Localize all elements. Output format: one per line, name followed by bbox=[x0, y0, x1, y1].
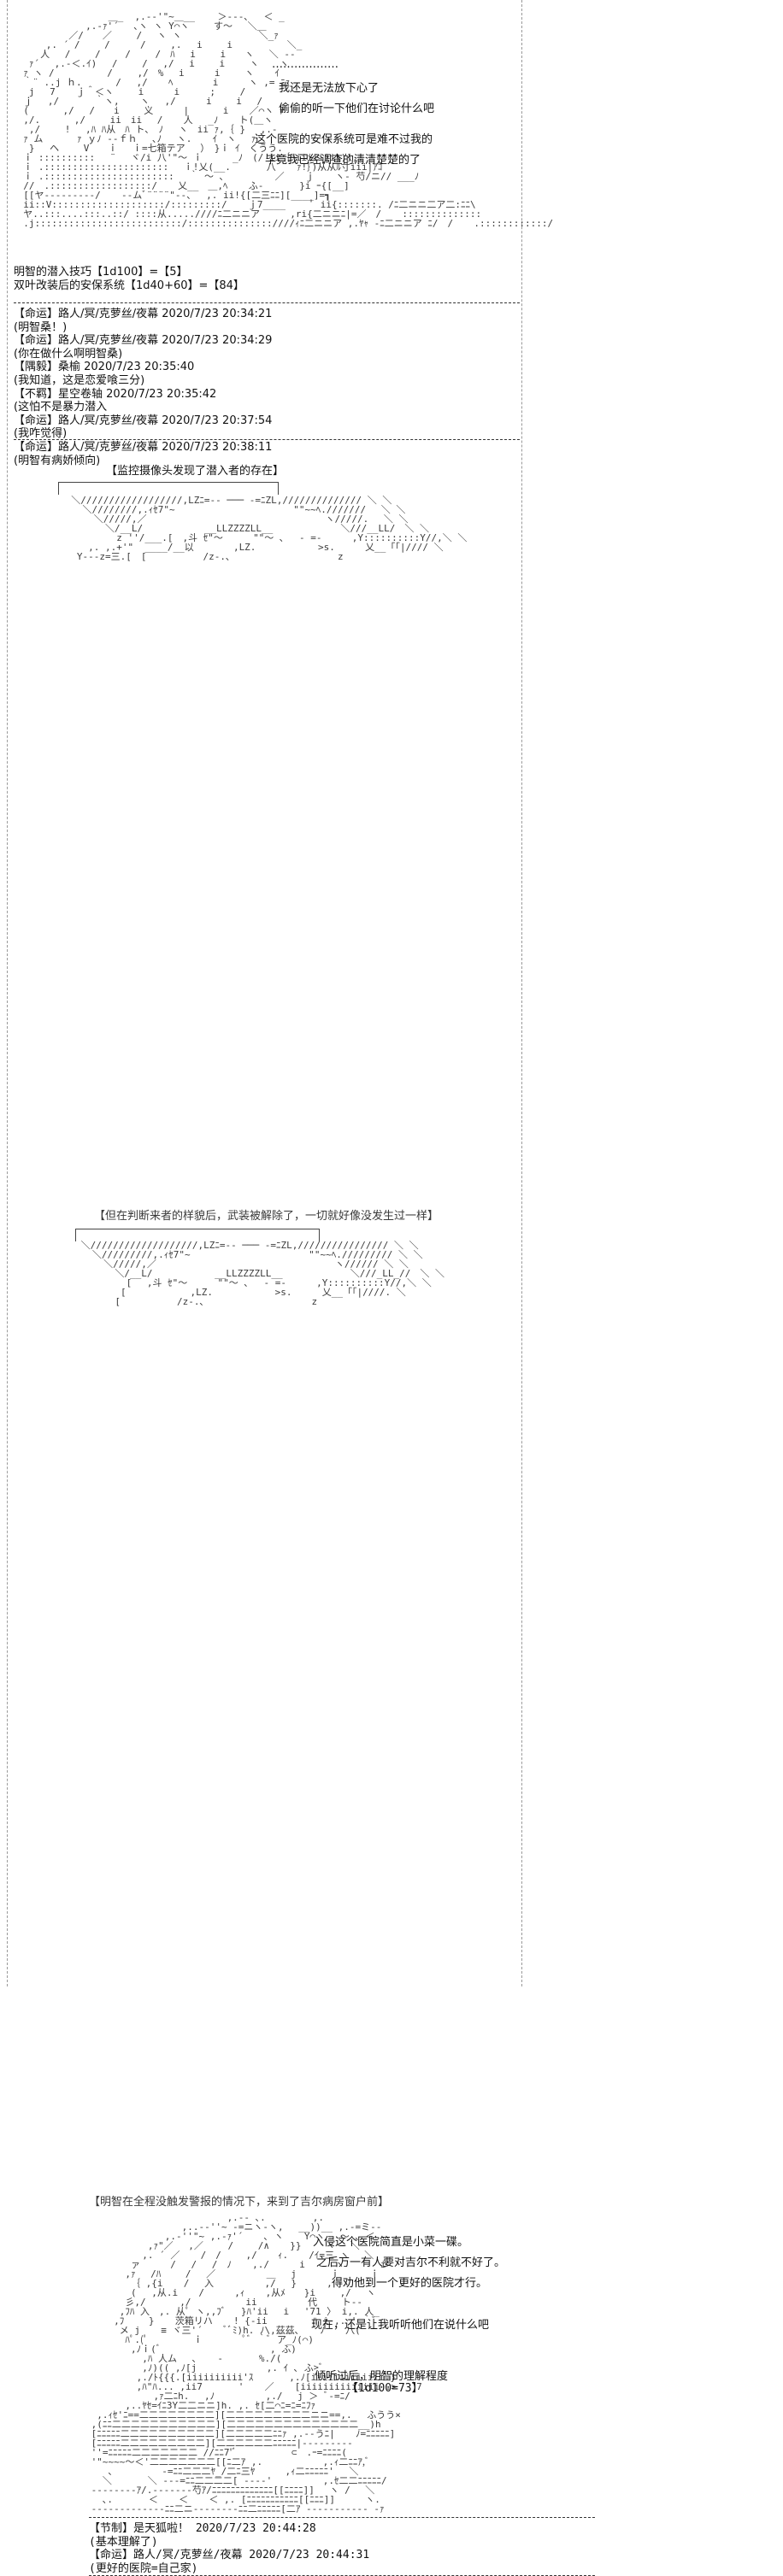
thought-line-3: 得劝他到一个更好的医院才行。 bbox=[332, 2277, 488, 2290]
page-border-left bbox=[7, 0, 8, 1986]
monologue-line-1: 我还是无法放下心了 bbox=[279, 82, 380, 95]
chat-log-1: 【命运】路人/冥/克萝丝/夜幕 2020/7/23 20:34:21 (明智桑！… bbox=[14, 308, 272, 467]
dots-line: ……………… bbox=[272, 58, 339, 71]
scene-2-caption: 【明智在全程没触发警报的情况下，来到了吉尔病房窗户前】 bbox=[89, 2196, 390, 2209]
page-border-right bbox=[521, 0, 522, 1986]
thought-line-4: 现在，还是让我听听他们在说什么吧 bbox=[311, 2319, 490, 2332]
chat-line: (你在做什么啊明智桑) bbox=[14, 347, 123, 361]
panel-1-caption: 【监控摄像头发现了潜入者的存在】 bbox=[106, 465, 285, 478]
chat-line: 【隅毅】桑榆 2020/7/23 20:35:40 bbox=[14, 361, 195, 374]
dice-rolls-1: 明智的潜入技巧【1d100】=【5】 双叶改装后的安保系统【1d40+60】=【… bbox=[14, 266, 244, 292]
chat-line: (基本理解了) bbox=[89, 2535, 158, 2549]
thought-line-1: 入侵这个医院简直是小菜一碟。 bbox=[313, 2236, 469, 2249]
chat-line: 【不羁】星空卷轴 2020/7/23 20:35:42 bbox=[14, 387, 217, 401]
monologue-line-3: 这个医院的安保系统可是难不过我的 bbox=[255, 133, 433, 146]
separator-2 bbox=[14, 439, 520, 440]
panel-1-frame bbox=[58, 482, 279, 495]
chat-line: 【命运】路人/冥/克萝丝/夜幕 2020/7/23 20:34:29 bbox=[14, 334, 273, 348]
chat-line: 【命运】路人/冥/克萝丝/夜幕 2020/7/23 20:34:21 bbox=[14, 308, 273, 320]
thought-line-2: 之后万一有人要对吉尔不利就不好了。 bbox=[316, 2256, 506, 2269]
chat-line: (我咋觉得) bbox=[14, 427, 68, 441]
chat-line: (明智有病娇倾向) bbox=[14, 454, 101, 467]
listen-roll: 【1d100=73】 bbox=[347, 2382, 423, 2395]
roll-security: 双叶改装后的安保系统【1d40+60】=【84】 bbox=[14, 279, 244, 292]
chat-line: (更好的医院=自己家) bbox=[89, 2561, 198, 2575]
chat-line: (我知道，这是恋爱喰三分) bbox=[14, 373, 145, 387]
ascii-art-security-camera: ＼//////////////////,LZﾆ=‐‐ ─── ‐=ﾆZL,///… bbox=[60, 496, 595, 2576]
panel-2-frame bbox=[75, 1229, 320, 1241]
chat-line: 【命运】路人/冥/克萝丝/夜幕 2020/7/23 20:38:11 bbox=[14, 440, 273, 454]
roll-stealth: 明智的潜入技巧【1d100】=【5】 bbox=[14, 266, 188, 279]
separator-3 bbox=[89, 2517, 595, 2518]
listen-text: 倾听过后，明智的理解程度 bbox=[315, 2370, 449, 2383]
monologue-line-2: 偷偷的听一下他们在讨论什么吧 bbox=[279, 103, 435, 115]
chat-line: 【命运】路人/冥/克萝丝/夜幕 2020/7/23 20:37:54 bbox=[14, 414, 273, 427]
separator-1 bbox=[14, 302, 520, 303]
ascii-art-akechi-eavesdrop: ＿_ ,.-‐'"~＿__ ＞‐‐-､ ＜ _ ,.-ｧ'´ ､ヽ ヽ Y⌒ヽ … bbox=[23, 11, 554, 229]
chat-log-2: 【节制】是天狐啦！ 2020/7/23 20:44:28 (基本理解了) 【命运… bbox=[89, 2522, 369, 2575]
ascii-art-camera-disarmed: ＼///////////////////,LZﾆ=‐‐ ─── ‐=ﾆZL,//… bbox=[75, 1241, 595, 2576]
chat-line: (明智桑！) bbox=[14, 320, 68, 334]
chat-line: 【节制】是天狐啦！ 2020/7/23 20:44:28 bbox=[89, 2522, 316, 2535]
chat-line: (这怕不是暴力潜入 bbox=[14, 401, 108, 414]
panel-2-caption: 【但在判断来者的样貌后，武装被解除了，一切就好像没发生过一样】 bbox=[94, 1210, 439, 1223]
monologue-line-4: 毕竟我已经调查的清清楚楚的了 bbox=[265, 154, 421, 167]
chat-line: 【命运】路人/冥/克萝丝/夜幕 2020/7/23 20:44:31 bbox=[89, 2549, 370, 2562]
